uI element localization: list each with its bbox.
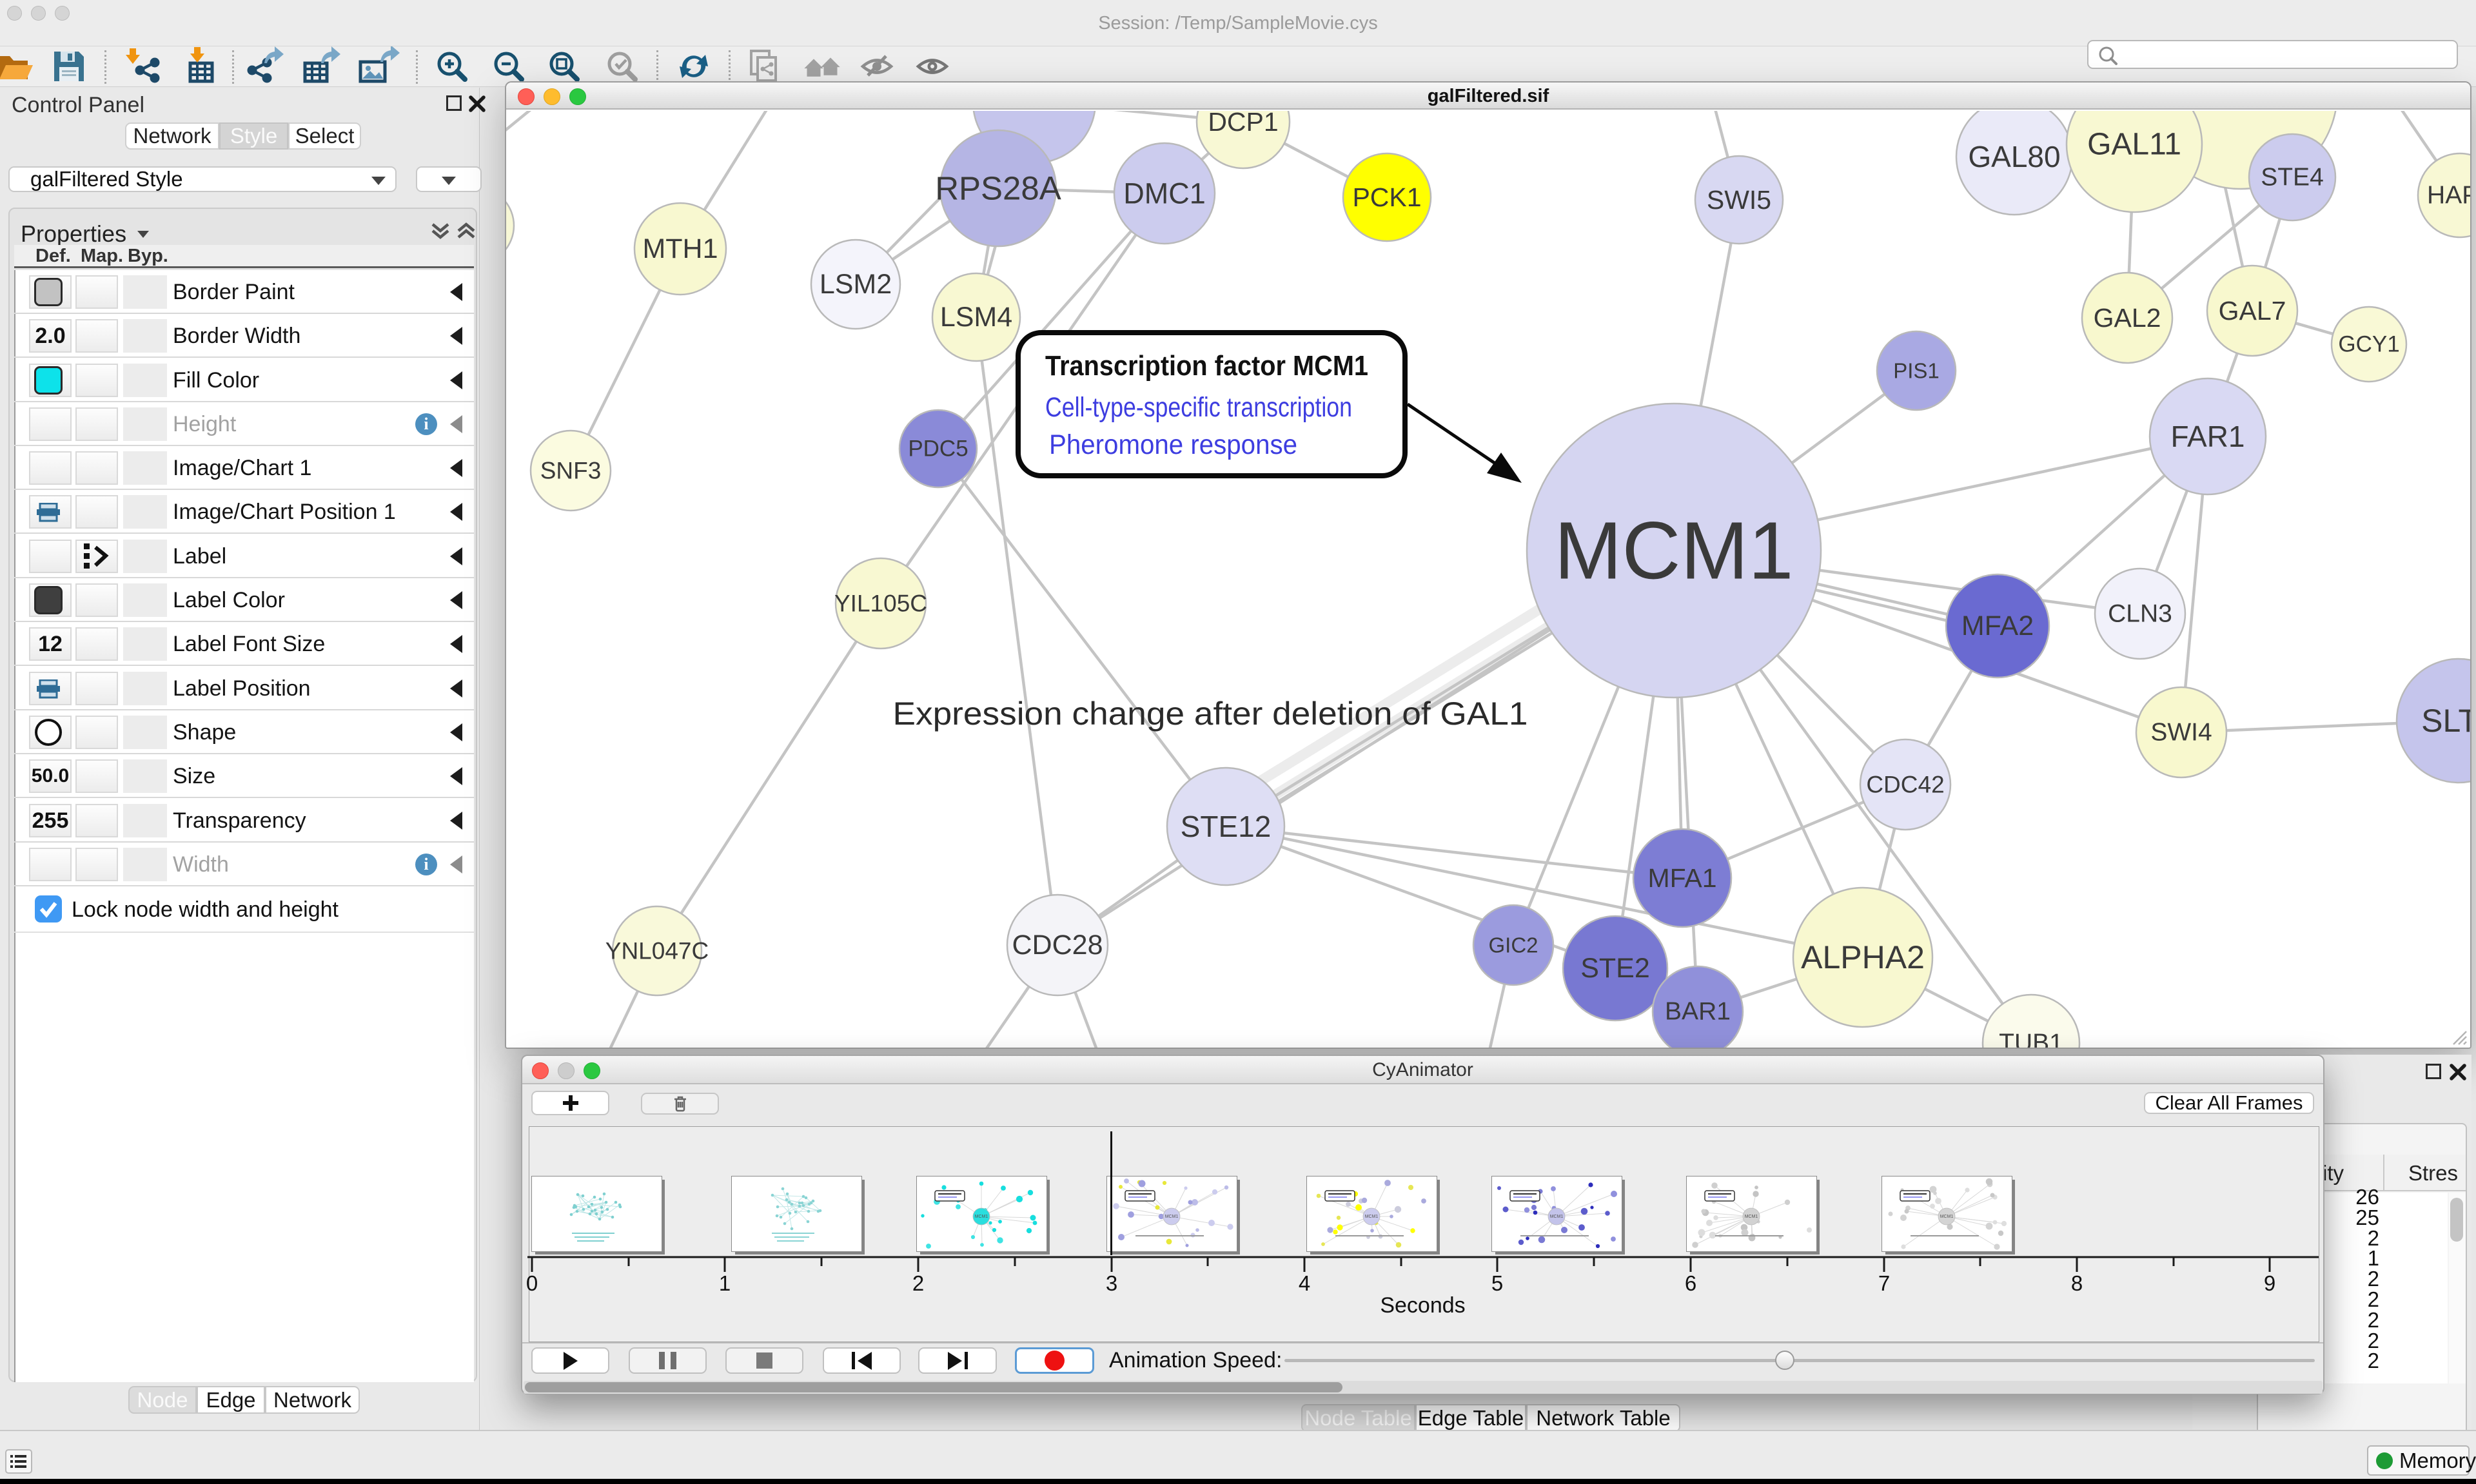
svg-text:CDC42: CDC42 — [1866, 772, 1944, 798]
svg-text:Expression change after deleti: Expression change after deletion of GAL1 — [893, 696, 1528, 732]
svg-text:LSM2: LSM2 — [820, 269, 892, 300]
svg-text:STE12: STE12 — [1181, 810, 1272, 843]
svg-text:MCM1: MCM1 — [1365, 1215, 1379, 1219]
svg-text:MFA1: MFA1 — [1647, 863, 1716, 893]
svg-text:CDC28: CDC28 — [1012, 930, 1103, 961]
svg-text:SWI4: SWI4 — [2150, 719, 2212, 747]
svg-text:1: 1 — [719, 1271, 731, 1295]
svg-text:FAR1: FAR1 — [2170, 420, 2245, 453]
svg-text:8: 8 — [2071, 1271, 2083, 1295]
svg-text:ALPHA2: ALPHA2 — [1801, 939, 1925, 975]
svg-text:GAL80: GAL80 — [1968, 140, 2060, 173]
svg-text:SLT2: SLT2 — [2421, 703, 2470, 739]
svg-text:MCM1: MCM1 — [1550, 1215, 1564, 1219]
svg-text:DMC1: DMC1 — [1123, 177, 1206, 210]
svg-text:PDC5: PDC5 — [908, 436, 968, 462]
svg-text:MCM1: MCM1 — [1555, 505, 1794, 596]
svg-text:RPS28A: RPS28A — [935, 170, 1061, 207]
svg-text:Transcription factor MCM1: Transcription factor MCM1 — [1045, 350, 1368, 382]
svg-text:PIS1: PIS1 — [1893, 359, 1940, 383]
svg-text:9: 9 — [2264, 1271, 2275, 1295]
svg-text:PCK1: PCK1 — [1352, 182, 1421, 212]
svg-text:HAP2: HAP2 — [2427, 182, 2470, 210]
svg-text:MCM1: MCM1 — [975, 1215, 988, 1219]
svg-text:DCP1: DCP1 — [1208, 111, 1278, 137]
svg-text:GAL7: GAL7 — [2219, 296, 2286, 326]
svg-text:7: 7 — [1878, 1271, 1890, 1295]
svg-text:0: 0 — [526, 1271, 538, 1295]
svg-text:MCM1: MCM1 — [1940, 1215, 1954, 1219]
svg-text:SNF3: SNF3 — [540, 458, 602, 484]
svg-text:CLN3: CLN3 — [2108, 600, 2172, 628]
svg-text:MTH1: MTH1 — [642, 233, 718, 264]
svg-text:GAL2: GAL2 — [2094, 303, 2161, 333]
svg-text:YIL105C: YIL105C — [834, 591, 927, 617]
svg-text:2: 2 — [912, 1271, 924, 1295]
svg-text:GCY1: GCY1 — [2338, 332, 2399, 357]
svg-text:TUB1: TUB1 — [1999, 1030, 2063, 1048]
svg-text:GIC2: GIC2 — [1488, 933, 1538, 957]
svg-text:STE4: STE4 — [2261, 164, 2324, 191]
svg-text:STE2: STE2 — [1580, 953, 1650, 984]
svg-text:MFA2: MFA2 — [1961, 610, 2034, 641]
svg-text:MCM1: MCM1 — [1745, 1215, 1758, 1219]
svg-text:Cell-type-specific transcripti: Cell-type-specific transcription — [1045, 392, 1352, 423]
svg-text:4: 4 — [1299, 1271, 1310, 1295]
svg-text:5: 5 — [1491, 1271, 1503, 1295]
svg-text:SWI5: SWI5 — [1707, 185, 1771, 215]
svg-text:Pheromone response: Pheromone response — [1049, 429, 1297, 460]
svg-text:3: 3 — [1106, 1271, 1117, 1295]
svg-text:YNL047C: YNL047C — [605, 938, 709, 964]
svg-text:6: 6 — [1685, 1271, 1696, 1295]
svg-text:MCM1: MCM1 — [1165, 1215, 1179, 1219]
svg-text:LSM4: LSM4 — [940, 302, 1012, 333]
svg-text:GAL11: GAL11 — [2087, 128, 2181, 162]
svg-text:BAR1: BAR1 — [1665, 998, 1731, 1026]
